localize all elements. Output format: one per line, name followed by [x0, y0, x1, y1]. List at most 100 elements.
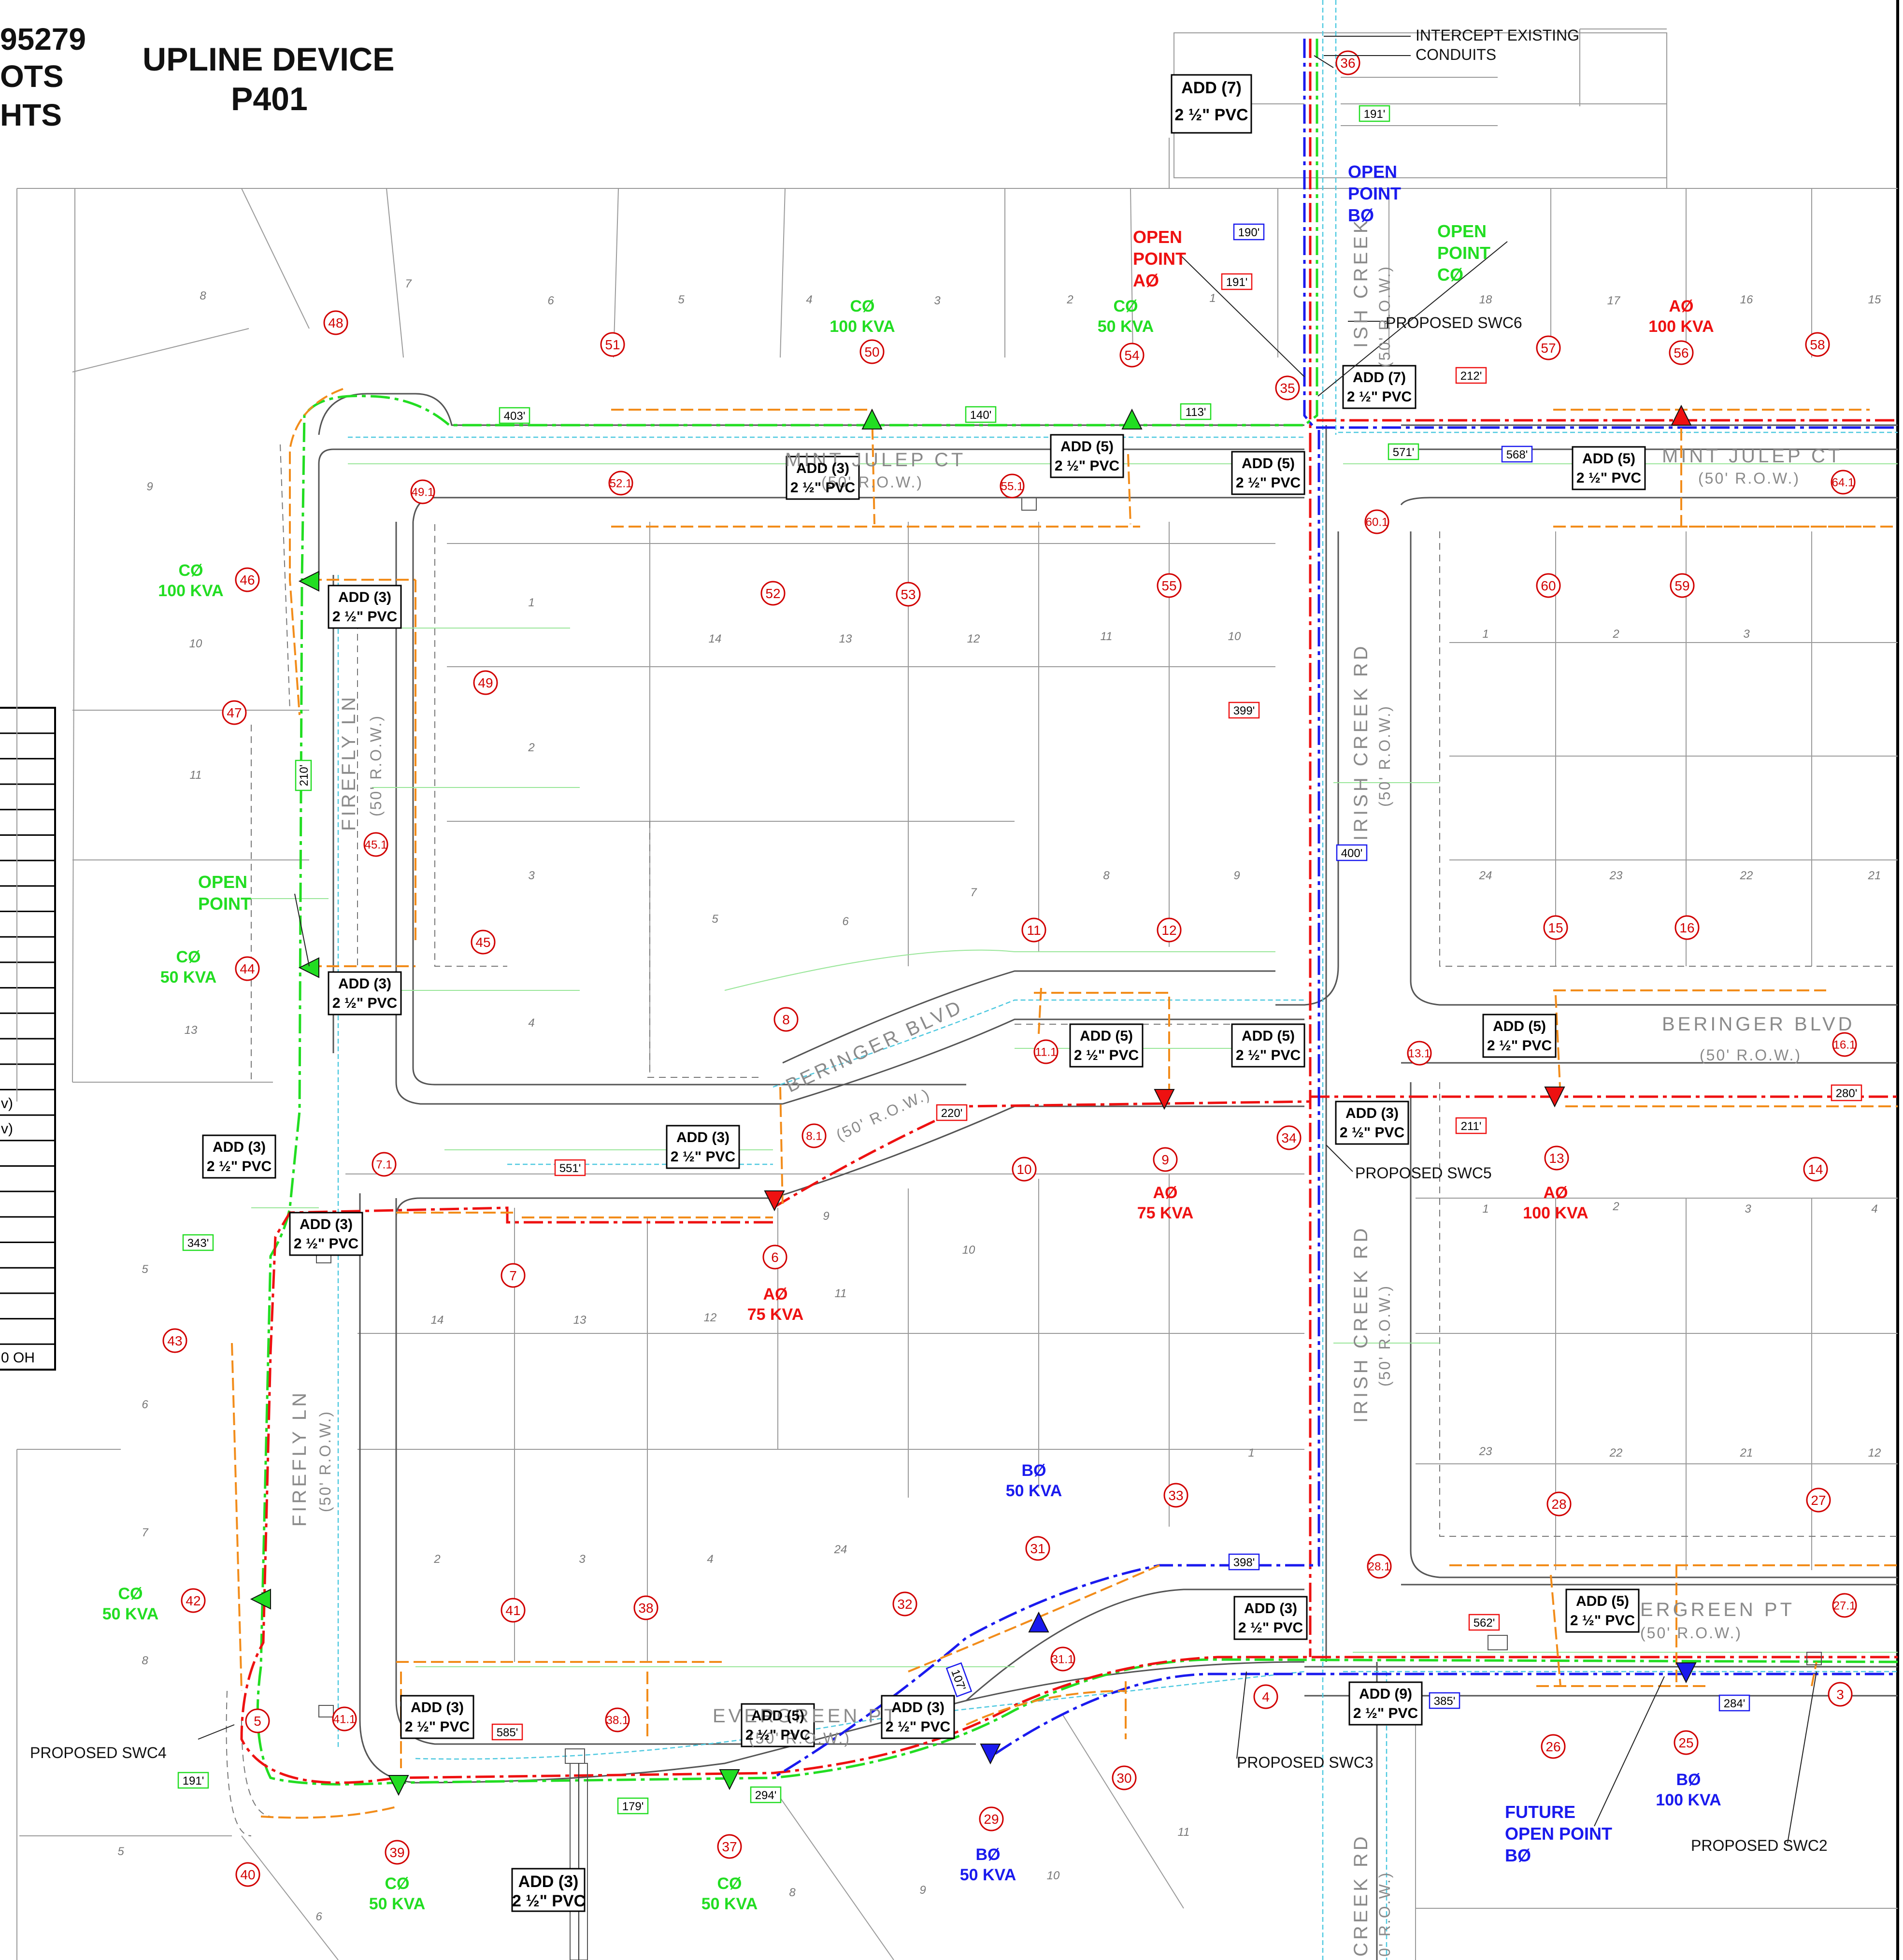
street-label-evergreen-west: EVERGREEN PT	[713, 1705, 899, 1727]
svg-text:14: 14	[1808, 1162, 1823, 1177]
node-52: 52	[760, 581, 786, 606]
street-row-evergreen-east: (50' R.O.W.)	[1640, 1624, 1743, 1642]
lot-number: 8	[142, 1654, 148, 1667]
street-label-mint-julep-west: MINT JULEP CT	[785, 449, 966, 471]
street-row-irish-north: (50' R.O.W.)	[1376, 704, 1393, 807]
lot-number: 21	[1868, 869, 1881, 882]
node-12: 12	[1157, 917, 1182, 943]
conduit-box	[1565, 1588, 1640, 1633]
length-tag: 191'	[177, 1772, 209, 1789]
transformer-phase-label: AØ	[763, 1285, 788, 1303]
node-10: 10	[1012, 1157, 1037, 1182]
conduit-box	[328, 971, 402, 1016]
svg-text:7: 7	[509, 1268, 517, 1283]
transformer-symbol	[980, 1744, 1001, 1765]
lot-number: 11	[1178, 1826, 1190, 1839]
svg-text:25: 25	[1678, 1735, 1693, 1750]
title-line3-fragment: HTS	[0, 98, 62, 132]
node-33: 33	[1163, 1483, 1188, 1508]
length-tag: 284'	[1718, 1694, 1750, 1712]
conduit-box-pvc: 2 ½" PVC	[1487, 1038, 1552, 1054]
lot-number: 11	[1101, 630, 1113, 643]
svg-text:27: 27	[1811, 1493, 1826, 1508]
conduit-box-pvc: 2 ½" PVC	[885, 1719, 951, 1735]
svg-text:28.1: 28.1	[1368, 1560, 1391, 1574]
conduit-box-add: ADD (3)	[518, 1873, 579, 1891]
row-lines	[226, 444, 1898, 1836]
lot-number: 9	[823, 1210, 829, 1223]
conduit-box-pvc: 2 ½" PVC	[1174, 106, 1248, 124]
node-13: 13	[1544, 1145, 1569, 1171]
svg-text:36: 36	[1340, 56, 1355, 71]
svg-text:32: 32	[897, 1597, 912, 1612]
svg-text:562': 562'	[1474, 1617, 1495, 1630]
lot-number: 9	[1233, 869, 1240, 882]
lot-lines	[16, 138, 1898, 1960]
node-50: 50	[859, 339, 885, 364]
svg-text:45.1: 45.1	[365, 839, 387, 852]
conduit-box-pvc: 2 ½" PVC	[790, 480, 856, 496]
svg-text:28: 28	[1551, 1497, 1566, 1512]
transformer-phase-label: BØ	[1676, 1771, 1701, 1789]
transformer-symbol	[250, 1588, 271, 1610]
proposed-swc4-label: PROPOSED SWC4	[30, 1744, 167, 1761]
node-16-1: 16.1	[1832, 1032, 1857, 1057]
lot-number: 5	[678, 293, 685, 306]
svg-text:30: 30	[1116, 1771, 1131, 1786]
street-label-evergreen-east: ERGREEN PT	[1640, 1599, 1795, 1620]
open-point-a-line3: AØ	[1133, 271, 1159, 290]
lot-number: 10	[1047, 1869, 1060, 1882]
lot-number: 2	[1066, 293, 1073, 306]
length-tag: 211'	[1455, 1117, 1487, 1134]
node-29: 29	[979, 1806, 1004, 1831]
node-27: 27	[1806, 1488, 1831, 1513]
node-8: 8	[773, 1007, 799, 1032]
lot-number: 8	[1103, 869, 1110, 882]
svg-text:27.1: 27.1	[1833, 1600, 1856, 1613]
conduit-box	[1231, 1023, 1305, 1068]
conduit-box-add: ADD (3)	[300, 1216, 353, 1232]
node-60-1: 60.1	[1364, 509, 1389, 534]
open-point-c-line1: OPEN	[1437, 221, 1487, 241]
node-31: 31	[1025, 1536, 1050, 1561]
svg-text:385': 385'	[1434, 1695, 1456, 1708]
svg-text:41: 41	[505, 1603, 520, 1618]
svg-text:13: 13	[1549, 1151, 1564, 1166]
lot-number: 4	[707, 1553, 713, 1566]
conduit-box	[1171, 74, 1252, 134]
lot-number: 11	[835, 1287, 847, 1300]
node-42: 42	[181, 1588, 206, 1613]
street-label-irish-top: ISH CREEK	[1350, 217, 1372, 348]
node-51: 51	[600, 332, 625, 357]
node-52-1: 52.1	[608, 471, 633, 496]
transformer-phase-label: CØ	[1113, 297, 1138, 315]
lot-number: 5	[142, 1263, 148, 1276]
transformer-kva-label: 75 KVA	[1137, 1204, 1194, 1222]
conduit-box	[289, 1212, 363, 1256]
lot-number: 18	[1479, 293, 1492, 306]
lot-number: 17	[1607, 294, 1621, 307]
street-row-irish-bottom: 0' R.O.W.)	[1376, 1871, 1393, 1957]
lot-number: 9	[146, 480, 153, 493]
lot-number: 7	[142, 1526, 149, 1539]
transformer-kva-label: 50 KVA	[102, 1605, 159, 1623]
svg-text:7.1: 7.1	[376, 1159, 392, 1172]
svg-text:55: 55	[1161, 578, 1176, 593]
conduit-box	[511, 1868, 586, 1912]
svg-text:31.1: 31.1	[1052, 1653, 1074, 1666]
side-table-row-text: 0 OH	[1, 1350, 35, 1366]
transformer-phase-label: CØ	[178, 561, 203, 580]
node-25: 25	[1674, 1730, 1699, 1755]
svg-text:190': 190'	[1238, 226, 1260, 239]
conduit-box-pvc: 2 ½" PVC	[1073, 1047, 1139, 1063]
node-41-1: 41.1	[332, 1706, 357, 1731]
lot-number: 24	[834, 1543, 847, 1556]
svg-text:47: 47	[227, 705, 242, 720]
svg-text:29: 29	[984, 1812, 999, 1827]
node-34: 34	[1276, 1125, 1302, 1150]
node-7-1: 7.1	[372, 1152, 397, 1177]
transformer-symbol	[1671, 404, 1692, 426]
conduit-box-pvc: 2 ½" PVC	[206, 1159, 272, 1174]
svg-text:15: 15	[1548, 920, 1563, 935]
node-39: 39	[385, 1840, 410, 1865]
